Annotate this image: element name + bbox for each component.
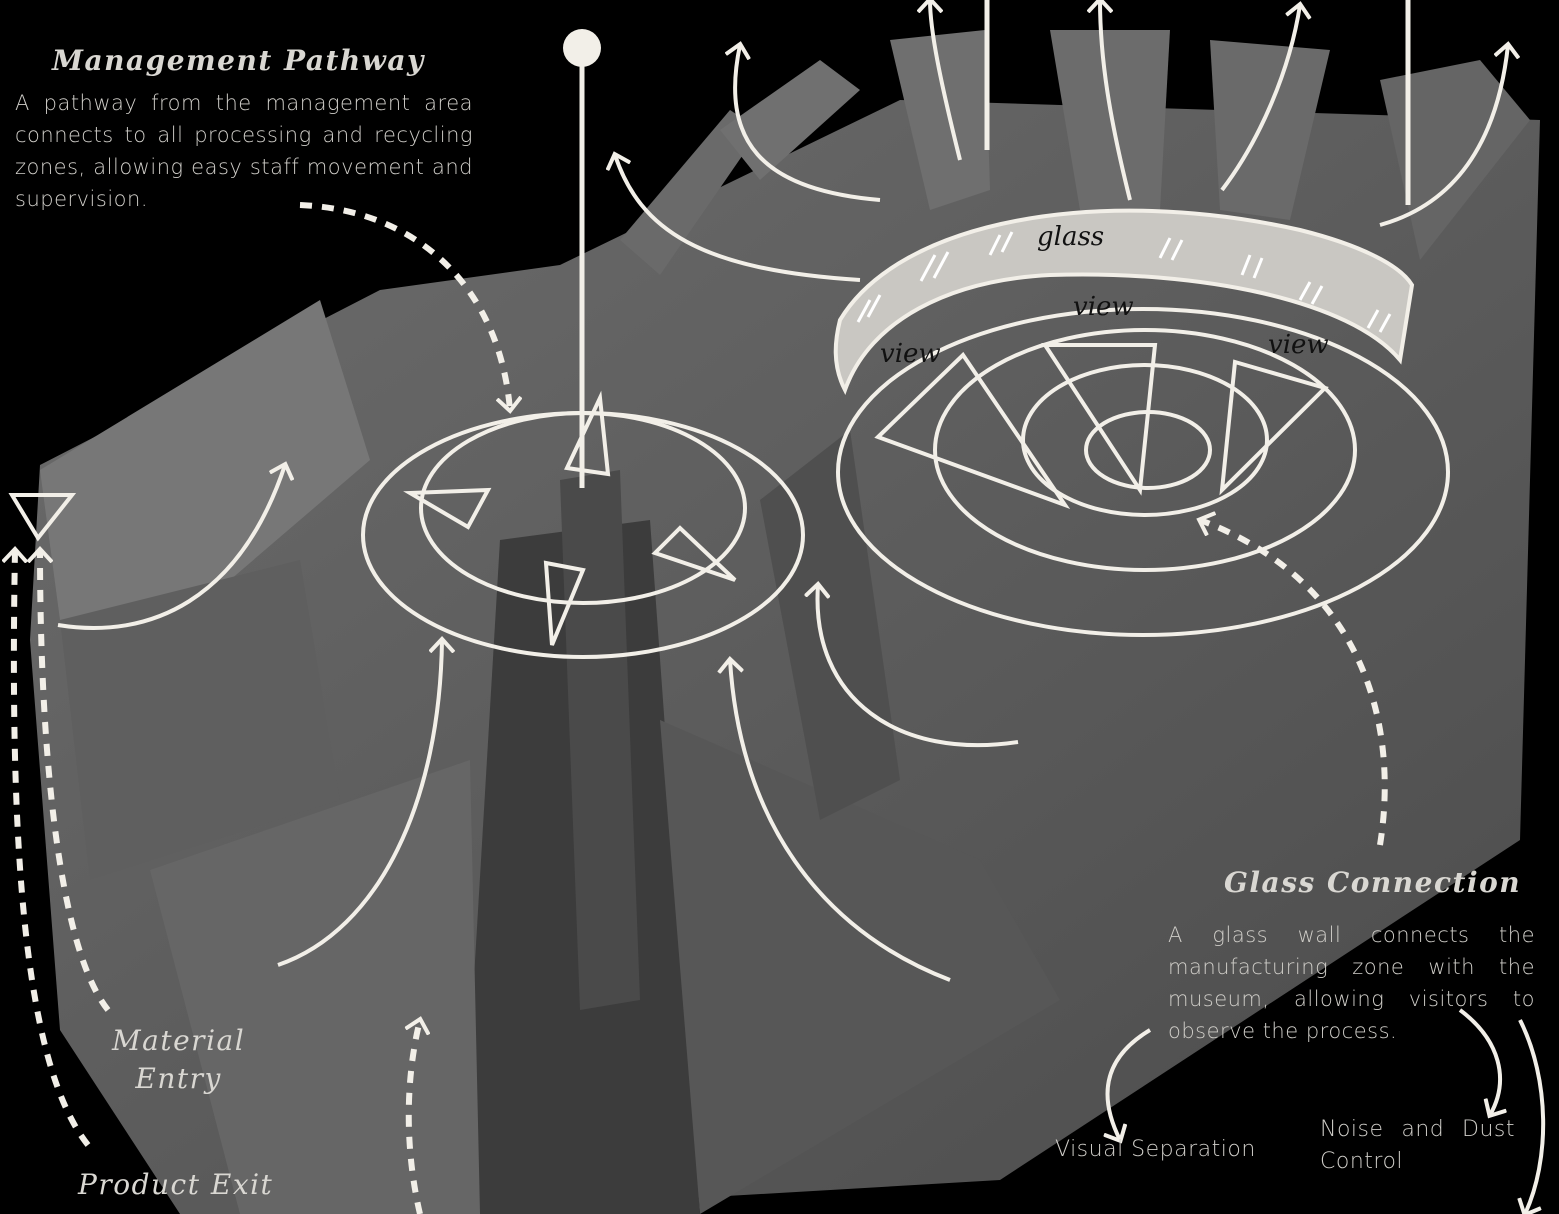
post-cap-dot [563,29,601,67]
flow-arrow [1520,1020,1543,1214]
glass-connection-text: A glass wall connects the manufacturing … [1168,919,1535,1047]
management-pathway-title: Management Pathway [52,44,425,77]
material-entry-label: Material Entry [112,1022,245,1098]
view-label-right: view [1268,330,1329,360]
glass-connection-title: Glass Connection [1224,866,1521,899]
noise-dust-label: Noise and Dust Control [1320,1114,1515,1178]
view-label-center: view [1073,292,1134,322]
glass-label: glass [1037,222,1104,252]
product-exit-label: Product Exit [78,1168,273,1201]
visual-separation-label: Visual Separation [1055,1137,1256,1162]
management-pathway-text: A pathway from the management area conne… [15,87,473,215]
view-label-left: view [880,339,941,369]
